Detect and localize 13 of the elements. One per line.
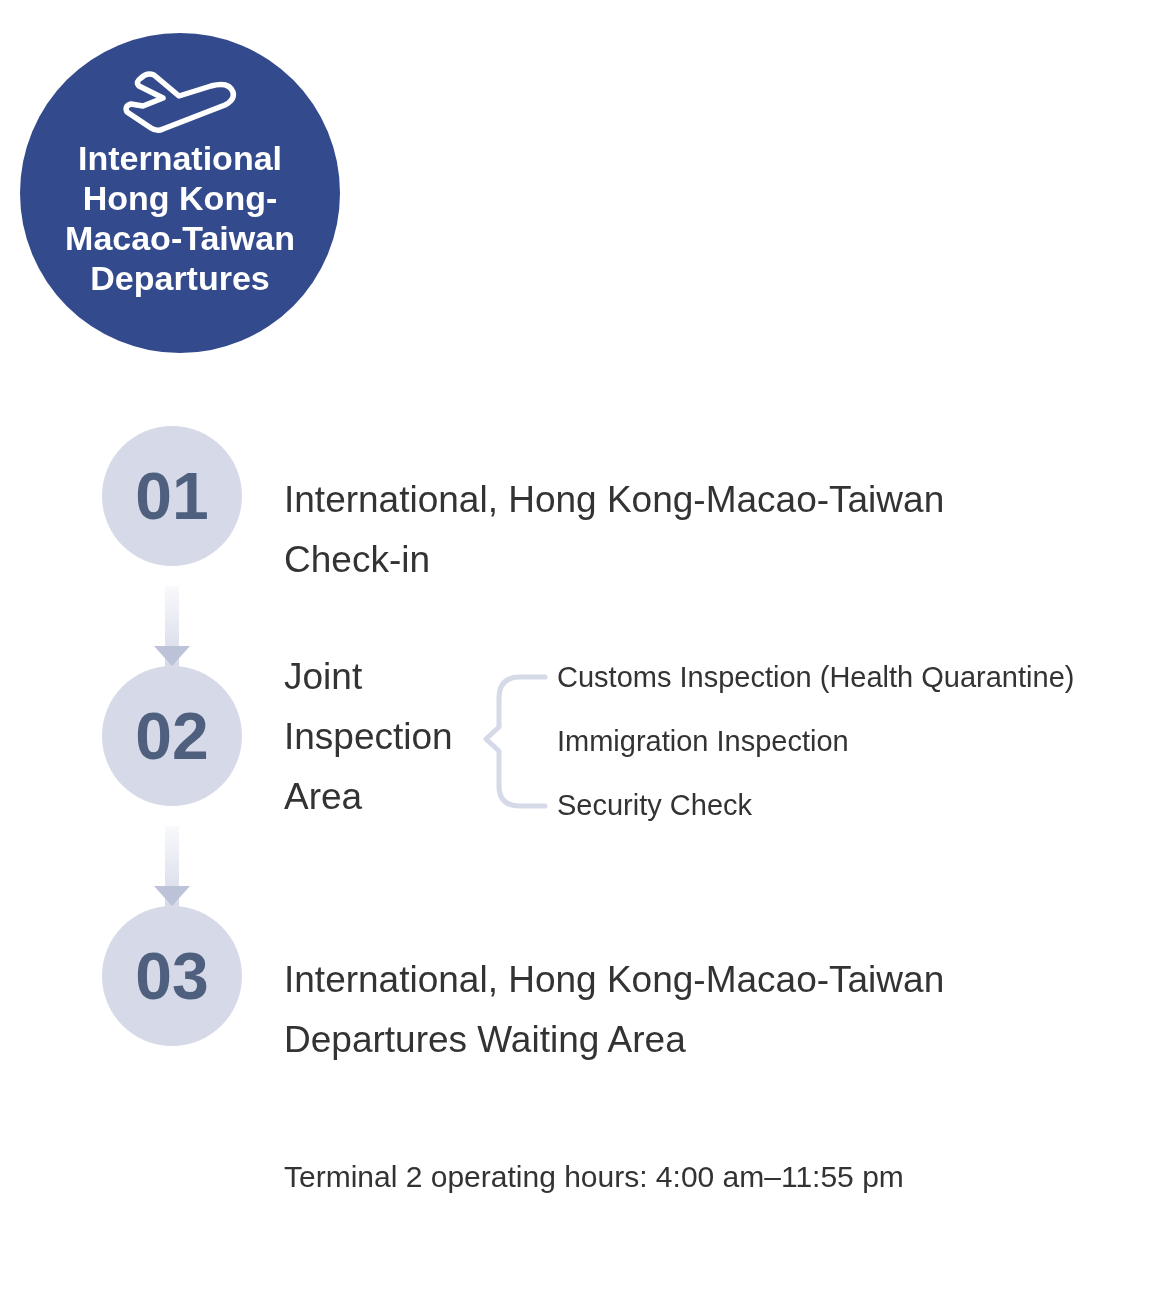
step-number: 03	[135, 943, 209, 1009]
title-text: International Hong Kong-Macao-Taiwan Departures	[64, 138, 296, 298]
step-label: International, Hong Kong-Macao-Taiwan Departures Waiting Area	[284, 958, 946, 1062]
flow-arrow	[154, 586, 190, 666]
step-label: Joint Inspection Area	[284, 655, 454, 819]
step-label: International, Hong Kong-Macao-Taiwan Check-in	[284, 478, 946, 582]
note-text: Terminal 2 operating hours: 4:00 am–11:55 pm	[284, 1159, 904, 1195]
step-number: 01	[135, 463, 209, 529]
inspection-item: Immigration Inspection	[557, 724, 849, 759]
inspection-item: Customs Inspection (Health Quarantine)	[557, 660, 1075, 695]
step-number: 02	[135, 703, 209, 769]
flow-arrow	[154, 826, 190, 906]
inspection-item: Security Check	[557, 788, 752, 823]
